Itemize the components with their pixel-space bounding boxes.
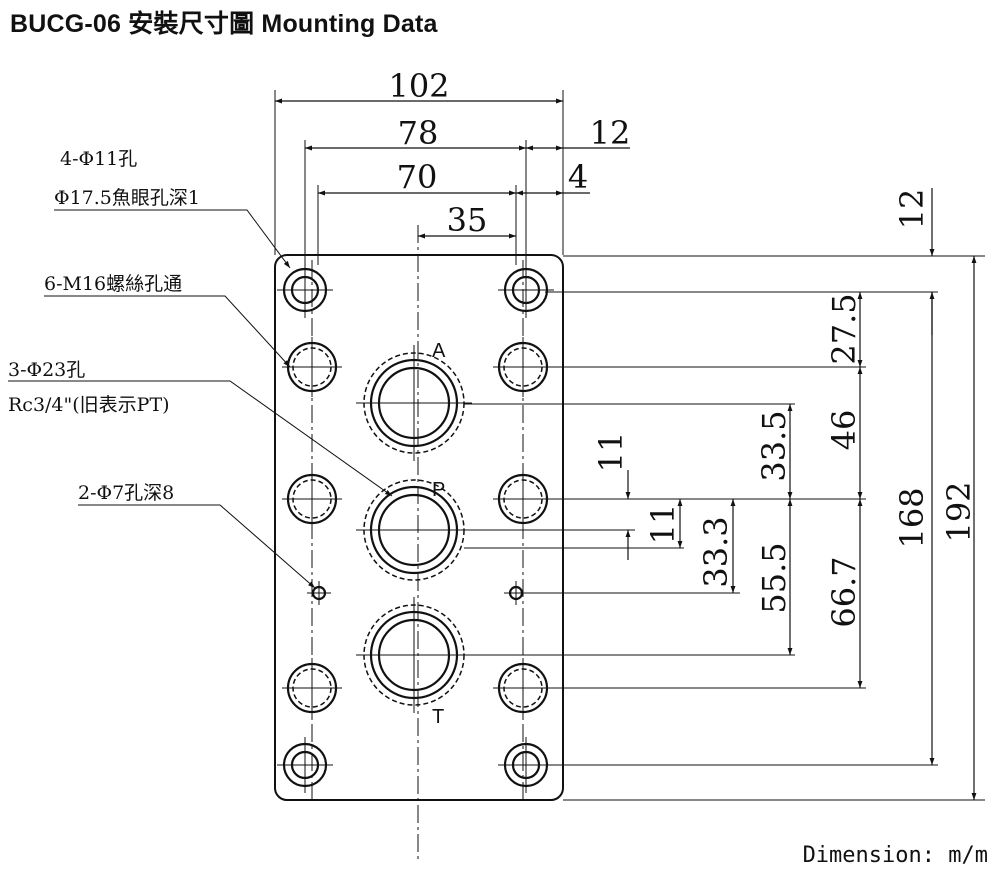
callout-pin-holes: 2-Φ7孔深8 xyxy=(78,482,174,504)
thread-hole xyxy=(282,337,342,397)
dim-27-5: 27.5 xyxy=(825,293,863,364)
dim-12-right: 12 xyxy=(893,189,931,230)
port-p-label: P xyxy=(432,479,445,501)
dim-35: 35 xyxy=(447,201,488,239)
bolt-hole xyxy=(277,262,333,318)
dim-33-5: 33.5 xyxy=(755,410,793,481)
dim-55-5: 55.5 xyxy=(755,542,793,613)
thread-hole xyxy=(493,337,553,397)
mounting-plate xyxy=(274,254,564,801)
callout-bolt-holes: 4-Φ11孔 xyxy=(60,148,137,170)
dim-33-3: 33.3 xyxy=(697,516,735,587)
leader-lines xyxy=(8,209,393,589)
dim-192: 192 xyxy=(940,481,978,542)
units-note: Dimension: m/m xyxy=(803,843,988,868)
dim-70: 70 xyxy=(397,158,438,196)
thread-hole xyxy=(493,658,553,718)
top-dimensions xyxy=(274,90,630,265)
port-t-hole xyxy=(356,597,472,713)
callout-port-holes: 3-Φ23孔 xyxy=(8,359,85,381)
dim-168: 168 xyxy=(893,487,931,548)
thread-hole xyxy=(493,469,553,529)
port-a-label: A xyxy=(432,340,446,362)
drawing-title: BUCG-06 安裝尺寸圖 Mounting Data xyxy=(10,10,438,38)
thread-hole xyxy=(282,658,342,718)
pin-holes xyxy=(307,581,528,605)
dim-46: 46 xyxy=(825,410,863,451)
callout-thread-holes: 6-M16螺絲孔通 xyxy=(44,273,182,295)
pin-hole xyxy=(307,581,331,605)
center-lines xyxy=(311,225,524,860)
bolt-holes xyxy=(277,262,554,793)
callout-counterbore: Φ17.5魚眼孔深1 xyxy=(54,187,200,209)
dim-11-a: 11 xyxy=(592,432,630,473)
dim-12-top: 12 xyxy=(590,114,631,152)
pin-hole xyxy=(504,581,528,605)
right-dimensions xyxy=(625,188,977,800)
port-p-hole xyxy=(356,479,472,581)
callout-port-thread: Rc3/4"(旧表示PT) xyxy=(8,394,170,416)
dim-11-b: 11 xyxy=(644,504,682,545)
bolt-hole xyxy=(498,737,554,793)
dim-4: 4 xyxy=(568,158,588,196)
right-extension-lines xyxy=(464,255,985,801)
port-a-hole xyxy=(356,345,472,461)
thread-hole xyxy=(282,469,342,529)
dim-78: 78 xyxy=(398,114,439,152)
bolt-hole xyxy=(498,262,554,318)
dim-66-7: 66.7 xyxy=(825,556,863,627)
dim-102: 102 xyxy=(388,67,449,105)
bolt-hole xyxy=(277,737,333,793)
port-t-label: T xyxy=(432,706,444,728)
